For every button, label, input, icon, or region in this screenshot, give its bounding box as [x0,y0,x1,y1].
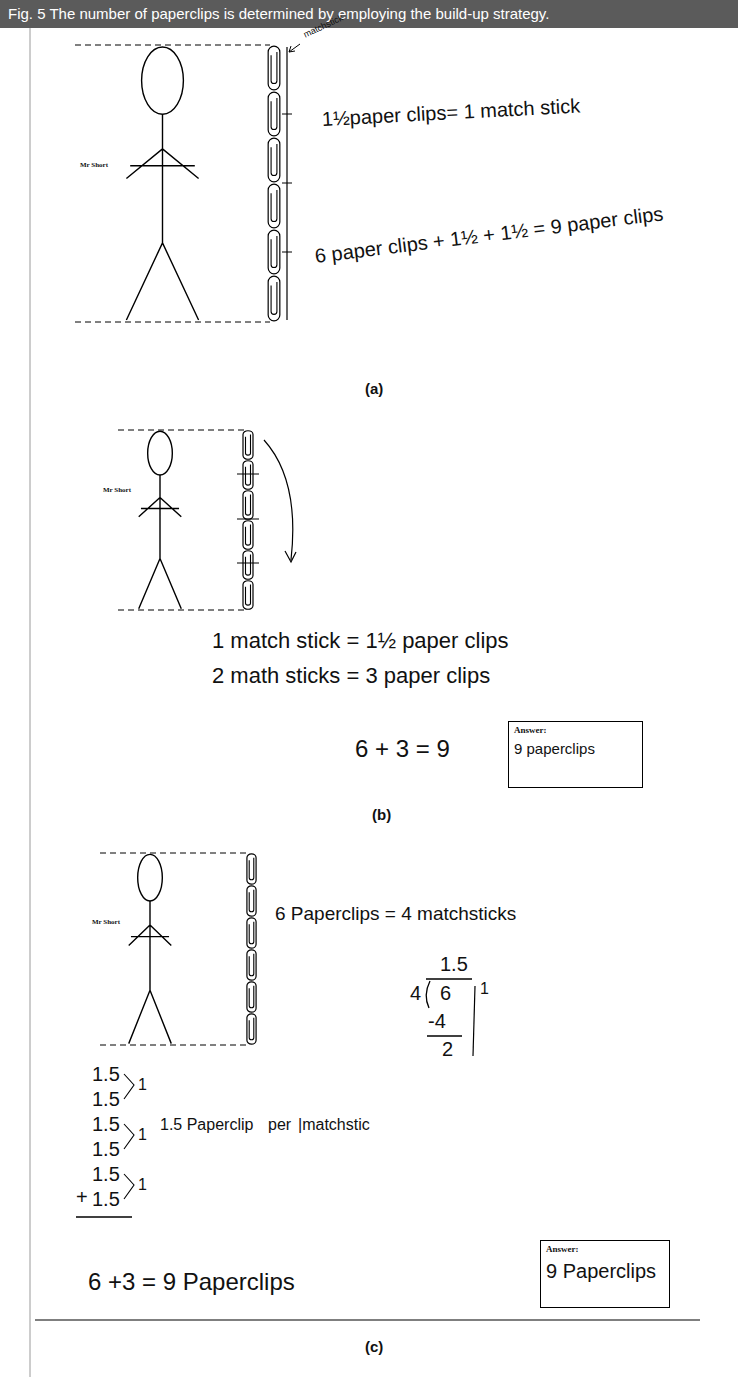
panel-letter: (a) [365,380,383,397]
addend: 1.5 [92,1113,120,1136]
work-b [118,430,296,610]
division-note: 1 [480,980,489,998]
handwritten-equation: 1½paper clips= 1 match stick [321,94,580,130]
figure-name: Mr Short [103,486,131,494]
answer-heading: Answer: [514,725,547,736]
answer-value: 9 Paperclips [546,1259,656,1283]
division-divisor: 4 [410,982,421,1005]
crossed-word: per [268,1116,291,1134]
handwritten-sum: 6 +3 = 9 Paperclips [88,1268,295,1296]
answer-value: 9 paperclips [514,740,595,758]
division-remainder: 2 [442,1038,453,1061]
division-step: -4 [428,1010,446,1033]
handwritten-equation: 1 match stick = 1½ paper clips [212,628,509,653]
figure-title: Fig. 5 The number of paperclips is deter… [0,0,738,28]
answer-heading: Answer: [546,1244,579,1255]
handwritten-equation: 2 math sticks = 3 paper clips [212,663,490,688]
rate-note: |matchstic [298,1116,370,1134]
panel-border [30,28,31,1377]
panel-letter: (b) [372,806,391,823]
handwritten-equation: 6 Paperclips = 4 matchsticks [275,903,516,925]
division-dividend: 6 [440,982,451,1005]
addend: 1.5 [92,1163,120,1186]
figure-name: Mr Short [92,918,120,926]
figure-name: Mr Short [80,161,108,169]
work-c [35,853,700,1320]
division-quotient: 1.5 [440,953,468,976]
addend: 1.5 [92,1063,120,1086]
work-a [75,44,300,322]
addend: 1.5 [92,1138,120,1161]
pair-count: 1 [138,1126,147,1144]
addend: 1.5 [92,1088,120,1111]
answer-box: Answer: 9 Paperclips [540,1240,670,1308]
answer-box: Answer: 9 paperclips [508,721,643,788]
pair-count: 1 [138,1176,147,1194]
pair-count: 1 [138,1076,147,1094]
handwritten-equation: 6 paper clips + 1½ + 1½ = 9 paper clips [314,202,665,268]
plus-sign: + [76,1186,88,1209]
handwritten-sum: 6 + 3 = 9 [355,735,450,763]
panel-letter: (c) [365,1338,383,1355]
title-band: Fig. 5 The number of paperclips is deter… [0,0,738,28]
rate-note: 1.5 Paperclip [160,1116,253,1134]
addend: 1.5 [92,1188,120,1211]
